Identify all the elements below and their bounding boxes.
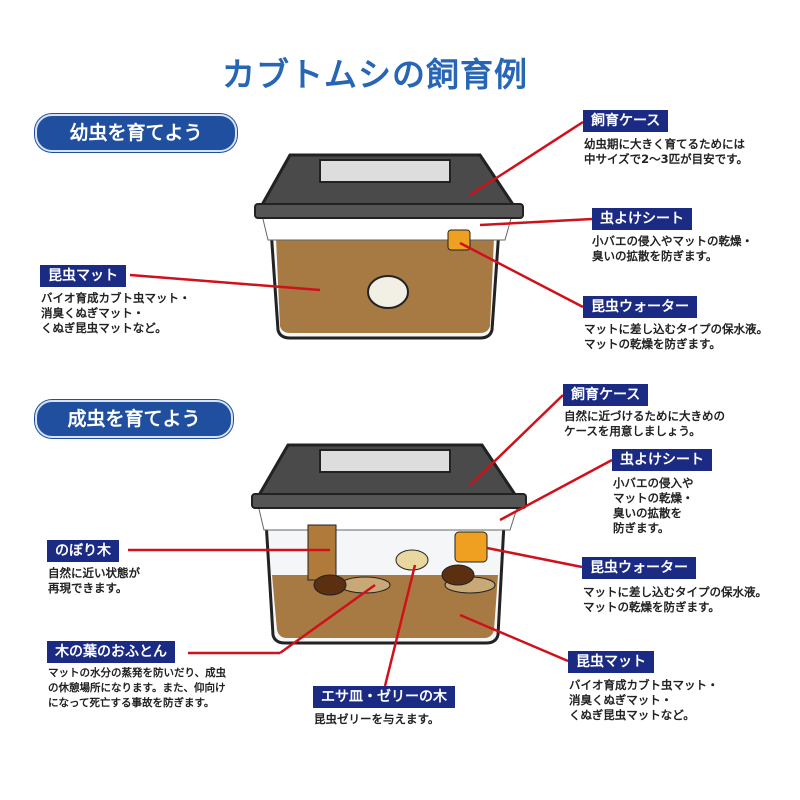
climbing-wood-label: のぼり木 [47, 540, 119, 562]
leaf-bed-label: 木の葉のおふとん [47, 641, 175, 663]
larva-case-desc: 幼虫期に大きく育てるためには 中サイズで2〜3匹が目安です。 [584, 137, 749, 166]
feeding-dish-desc: 昆虫ゼリーを与えます。 [314, 712, 440, 726]
climbing-wood-desc: 自然に近い状態が 再現できます。 [48, 566, 140, 595]
beetle-icon [441, 564, 475, 586]
larva-mat-desc: バイオ育成カブト虫マット・ 消臭くぬぎマット・ くぬぎ昆虫マットなど。 [41, 291, 191, 335]
climbing-wood-icon [307, 524, 337, 581]
feeding-dish-label: エサ皿・ゼリーの木 [313, 686, 455, 708]
adult-case-illustration [251, 443, 527, 645]
adult-water-label: 昆虫ウォーター [582, 557, 696, 579]
feeding-dish-icon [395, 549, 429, 571]
adult-sheet-label: 虫よけシート [612, 449, 712, 471]
adult-water-icon [454, 531, 488, 563]
adult-mat-label: 昆虫マット [568, 651, 654, 673]
adult-case-label: 飼育ケース [563, 384, 649, 406]
grub-icon [367, 275, 409, 309]
adult-water-desc: マットに差し込むタイプの保水液。 マットの乾燥を防ぎます。 [583, 585, 767, 614]
larva-mat-label: 昆虫マット [40, 265, 126, 287]
adult-case-desc: 自然に近づけるために大きめの ケースを用意しましょう。 [564, 409, 725, 438]
adult-mat-desc: バイオ育成カブト虫マット・ 消臭くぬぎマット・ くぬぎ昆虫マットなど。 [569, 678, 719, 722]
larva-water-desc: マットに差し込むタイプの保水液。 マットの乾燥を防ぎます。 [584, 322, 768, 351]
larva-section-heading: 幼虫を育てよう [35, 114, 237, 152]
adult-section-heading: 成虫を育てよう [35, 400, 233, 438]
larva-sheet-label: 虫よけシート [592, 208, 692, 230]
larva-case-illustration [254, 153, 524, 340]
leaf-bed-desc: マットの水分の蒸発を防いだり、成虫 の休憩場所になります。また、仰向け になって… [48, 667, 227, 709]
larva-sheet-desc: 小バエの侵入やマットの乾燥・ 臭いの拡散を防ぎます。 [592, 234, 753, 263]
leaf-icon [339, 576, 391, 594]
callout-lines [128, 120, 613, 687]
adult-sheet-desc: 小バエの侵入や マットの乾燥・ 臭いの拡散を 防ぎます。 [613, 476, 694, 535]
larva-case-label: 飼育ケース [583, 110, 669, 132]
beetle-icon [313, 574, 347, 596]
larva-water-label: 昆虫ウォーター [583, 296, 697, 318]
page-title: カブトムシの飼育例 [222, 55, 528, 94]
